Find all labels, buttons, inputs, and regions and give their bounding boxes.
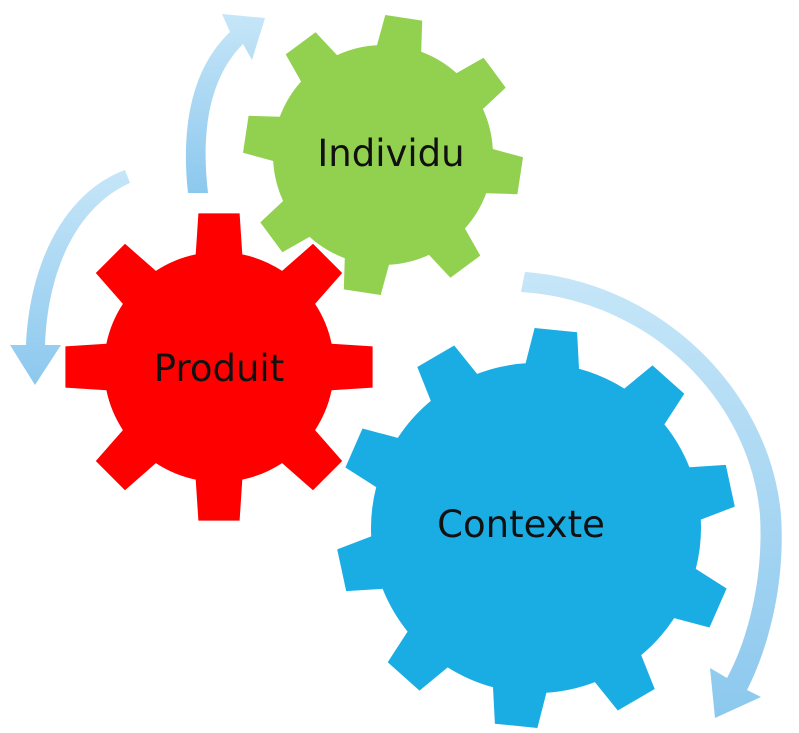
gear-produit-label: Produit (154, 347, 284, 390)
cycle-arrows (10, 14, 782, 718)
gear-individu-shape (243, 15, 523, 295)
cycle-arrow-left (10, 170, 130, 385)
cycle-arrow-right (521, 272, 782, 718)
cycle-arrow-top (185, 14, 265, 193)
gear-contexte: Contexte (337, 328, 735, 728)
gear-individu-label: Individu (317, 132, 464, 175)
gear-contexte-label: Contexte (437, 503, 605, 546)
gear-contexte-shape (337, 328, 735, 728)
gear-individu: Individu (243, 15, 523, 295)
gear-produit: Produit (65, 213, 373, 521)
gear-produit-shape (65, 213, 373, 521)
